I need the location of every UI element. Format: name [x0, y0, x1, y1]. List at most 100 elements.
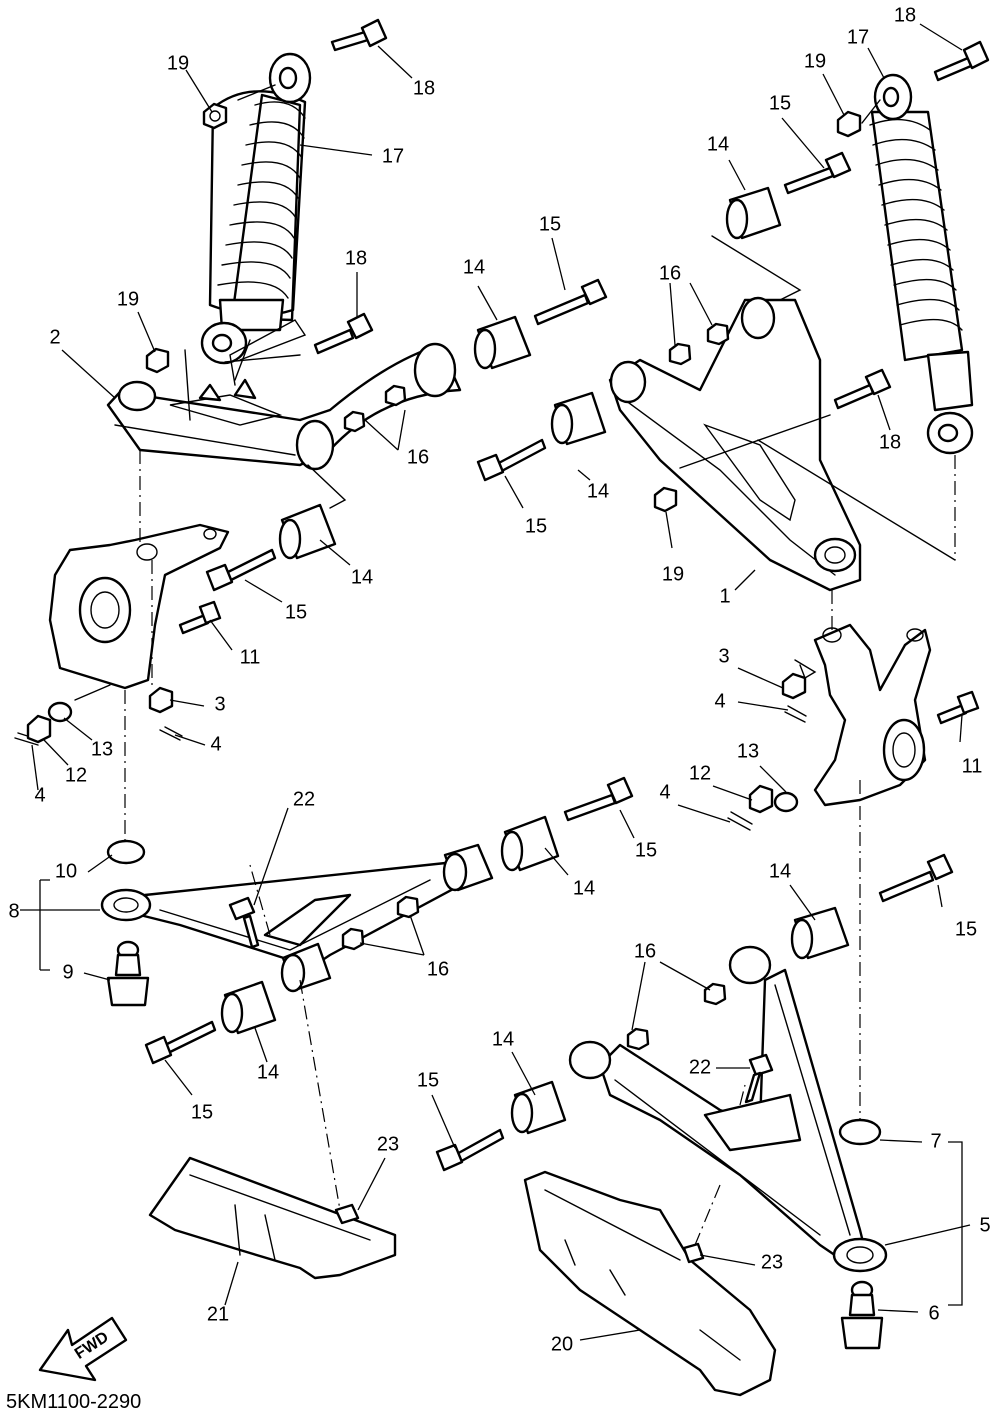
bushing-14-upper-right-a — [725, 186, 782, 240]
bushing-14-upper-left-b — [278, 503, 337, 560]
bushing-14-lower-right-a — [790, 906, 850, 960]
nut-19-left-arm — [145, 347, 170, 374]
bushing-14-lower-left-a — [500, 815, 560, 872]
bolt-15-lower-left-b — [144, 1020, 217, 1065]
callout-9: 9 — [62, 961, 73, 983]
callout-8: 8 — [8, 900, 19, 922]
cotter-pin-4-right-b — [727, 811, 753, 831]
callout-16: 16 — [427, 958, 449, 980]
circlip-7 — [838, 1118, 882, 1146]
bolt-11-left — [178, 600, 222, 635]
callout-19: 19 — [804, 50, 826, 72]
bushing-14-upper-right-b — [550, 391, 607, 446]
callout-14: 14 — [257, 1061, 279, 1083]
callout-19: 19 — [117, 288, 139, 310]
callout-17: 17 — [382, 145, 404, 167]
nut-16-b — [343, 410, 366, 433]
left-upper-arm — [106, 342, 462, 471]
callout-16: 16 — [634, 940, 656, 962]
right-steering-knuckle — [813, 623, 932, 807]
callout-18: 18 — [879, 431, 901, 453]
callout-16: 16 — [659, 262, 681, 284]
callout-22: 22 — [293, 788, 315, 810]
guard-21 — [148, 1156, 397, 1280]
callout-6: 6 — [928, 1302, 939, 1324]
callout-15: 15 — [191, 1101, 213, 1123]
callout-17: 17 — [847, 26, 869, 48]
leader-lines — [20, 23, 971, 1341]
bolt-22-right — [744, 1053, 774, 1104]
bolt-18-upper-arm-left — [313, 312, 374, 355]
callout-14: 14 — [587, 480, 609, 502]
nut-19-right-arm — [653, 486, 678, 513]
forward-arrow: FWD — [38, 1316, 128, 1382]
circlip-10 — [106, 839, 146, 865]
bolt-15-upper-left-b — [205, 548, 277, 592]
callout-18: 18 — [894, 4, 916, 26]
nut-12-left — [26, 714, 52, 744]
callout-4: 4 — [714, 690, 725, 712]
callout-7: 7 — [930, 1130, 941, 1152]
callout-19: 19 — [662, 563, 684, 585]
nut-19-top-right — [836, 110, 862, 138]
callout-15: 15 — [769, 92, 791, 114]
callout-1: 1 — [719, 585, 730, 607]
bolt-15-upper-right-b — [476, 438, 547, 482]
bushing-14-lower-left-b — [220, 980, 277, 1035]
nut-16-e — [706, 322, 730, 346]
callout-15: 15 — [285, 601, 307, 623]
nut-16-g — [703, 982, 727, 1006]
guard-20 — [523, 1170, 777, 1397]
left-steering-knuckle — [48, 523, 230, 690]
bolt-22-left — [228, 896, 260, 949]
left-lower-arm — [100, 843, 494, 993]
callout-15: 15 — [635, 839, 657, 861]
ball-joint-9 — [106, 940, 150, 1007]
cotter-pin-4-right-a — [784, 705, 807, 723]
callout-16: 16 — [407, 446, 429, 468]
callout-11: 11 — [962, 755, 983, 777]
callout-23: 23 — [377, 1133, 399, 1155]
callout-5: 5 — [979, 1214, 990, 1236]
callout-13: 13 — [91, 738, 113, 760]
callout-22: 22 — [689, 1056, 711, 1078]
callout-13: 13 — [737, 740, 759, 762]
nut-16-a — [384, 384, 407, 407]
nut-3-right — [781, 672, 807, 700]
bolt-18-top-right — [933, 40, 990, 82]
callout-4: 4 — [34, 784, 45, 806]
callout-4: 4 — [659, 781, 670, 803]
bolt-15-upper-left-a — [533, 278, 608, 326]
bolt-18-upper-arm-right — [833, 368, 892, 410]
callout-15: 15 — [525, 515, 547, 537]
left-shock-absorber — [200, 52, 312, 365]
callout-14: 14 — [492, 1028, 514, 1050]
nut-16-h — [626, 1027, 650, 1051]
bolt-11-right — [936, 690, 980, 725]
right-lower-arm — [568, 945, 888, 1273]
bolt-15-lower-right-b — [435, 1128, 505, 1172]
callout-20: 20 — [551, 1333, 573, 1355]
callout-14: 14 — [463, 256, 485, 278]
callout-2: 2 — [49, 326, 60, 348]
callout-11: 11 — [240, 646, 261, 668]
callout-14: 14 — [573, 877, 595, 899]
callout-21: 21 — [207, 1303, 229, 1325]
nut-19-top-left — [202, 102, 228, 130]
bolt-15-lower-left-a — [563, 776, 634, 822]
callout-14: 14 — [351, 566, 373, 588]
nut-16-d — [341, 927, 365, 951]
callout-4: 4 — [210, 733, 221, 755]
ball-joint-6 — [840, 1280, 884, 1350]
washer-13-left — [47, 701, 73, 723]
callout-15: 15 — [417, 1069, 439, 1091]
callout-14: 14 — [707, 133, 729, 155]
callout-15: 15 — [539, 213, 561, 235]
right-upper-arm — [608, 296, 862, 592]
bushing-14-lower-right-b — [510, 1080, 567, 1135]
callout-18: 18 — [413, 77, 435, 99]
callout-12: 12 — [689, 762, 711, 784]
